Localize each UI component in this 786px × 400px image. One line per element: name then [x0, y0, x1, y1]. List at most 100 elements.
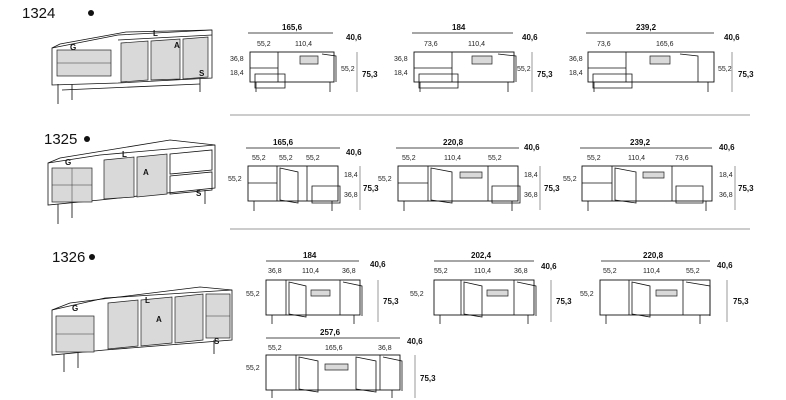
- dim-right: 55,2: [718, 66, 732, 73]
- dim-depth: 40,6: [524, 143, 540, 152]
- dim-depth: 40,6: [522, 33, 538, 42]
- dim-top-3: 36,8: [514, 268, 528, 275]
- variant-1324-b: 184 40,6 73,6 110,4 36,8 18,4 55,2 75,3: [394, 23, 553, 92]
- dim-top-1: 55,2: [268, 345, 282, 352]
- dim-depth: 40,6: [346, 33, 362, 42]
- dim-right-1: 18,4: [719, 172, 733, 179]
- dim-top-3: 55,2: [488, 155, 502, 162]
- dim-width: 220,8: [643, 251, 664, 260]
- dim-top-1: 36,8: [268, 268, 282, 275]
- label-s: S: [214, 337, 220, 346]
- dim-height: 75,3: [420, 374, 436, 383]
- dim-top-2: 110,4: [643, 268, 660, 275]
- section-1325: 1325 G L A S 165,6 40,6 55,2 55,2: [44, 131, 754, 224]
- variant-1325-b: 220,8 40,6 55,2 110,4 55,2 55,2 18,4 36,…: [378, 138, 560, 211]
- variant-1324-c: 239,2 40,6 73,6 165,6 36,8 18,4 55,2 75,…: [569, 23, 754, 92]
- dim-width: 239,2: [636, 23, 657, 32]
- label-g: G: [72, 304, 78, 313]
- perspective-drawing-1325: G L A S: [47, 139, 216, 224]
- model-code-1324: 1324: [22, 5, 55, 22]
- label-l: L: [145, 296, 150, 305]
- variant-1326-c: 220,8 40,6 55,2 110,4 55,2 55,2 75,3: [580, 251, 749, 324]
- dim-top-1: 55,2: [434, 268, 448, 275]
- dim-height: 75,3: [733, 297, 749, 306]
- dim-top-2: 110,4: [468, 41, 485, 48]
- bullet-icon: [88, 10, 94, 16]
- dim-right-2: 36,8: [719, 192, 733, 199]
- label-g: G: [65, 158, 71, 167]
- dim-height: 75,3: [362, 70, 378, 79]
- dim-left: 55,2: [580, 291, 594, 298]
- dim-top-1: 55,2: [587, 155, 601, 162]
- dim-left: 55,2: [246, 291, 260, 298]
- dim-top-2: 165,6: [325, 345, 343, 352]
- label-l: L: [122, 150, 127, 159]
- dim-width: 184: [452, 23, 466, 32]
- dim-right: 55,2: [341, 66, 355, 73]
- dim-width: 202,4: [471, 251, 492, 260]
- dim-top-3: 36,8: [342, 268, 356, 275]
- dim-depth: 40,6: [717, 261, 733, 270]
- dim-right-2: 36,8: [344, 192, 358, 199]
- variant-1324-a: 165,6 40,6 55,2 110,4 36,8 18,4 55,2 75,…: [230, 23, 378, 92]
- dim-height: 75,3: [363, 184, 379, 193]
- variant-1325-c: 239,2 40,6 55,2 110,4 73,6 55,2 18,4 36,…: [563, 138, 754, 211]
- perspective-drawing-1326: G L A S: [51, 286, 233, 372]
- dim-width: 239,2: [630, 138, 651, 147]
- label-g: G: [70, 43, 76, 52]
- label-a: A: [143, 168, 149, 177]
- dim-height: 75,3: [544, 184, 560, 193]
- label-l: L: [153, 29, 158, 38]
- dim-right-1: 18,4: [344, 172, 358, 179]
- dim-depth: 40,6: [346, 148, 362, 157]
- section-1326: 1326 G L A S 184 40,6 36,8 110,4: [51, 249, 749, 398]
- dim-left: 55,2: [378, 176, 392, 183]
- dim-top-3: 73,6: [675, 155, 689, 162]
- dim-height: 75,3: [556, 297, 572, 306]
- dim-height: 75,3: [738, 184, 754, 193]
- dim-width: 165,6: [273, 138, 294, 147]
- dim-depth: 40,6: [724, 33, 740, 42]
- label-a: A: [174, 41, 180, 50]
- section-1324: 1324 G L A S 165,6 40,6 55,2: [22, 5, 754, 104]
- variant-1325-a: 165,6 40,6 55,2 55,2 55,2 55,2 18,4 36,8…: [228, 138, 379, 211]
- variant-1326-b: 202,4 40,6 55,2 110,4 36,8 55,2 75,3: [410, 251, 572, 324]
- dim-top-2: 110,4: [295, 41, 312, 48]
- dim-left-1: 36,8: [230, 56, 244, 63]
- dim-left-2: 18,4: [569, 70, 583, 77]
- dim-depth: 40,6: [370, 260, 386, 269]
- dim-top-2: 110,4: [302, 268, 319, 275]
- dim-top-2: 165,6: [656, 41, 674, 48]
- dim-left-1: 36,8: [569, 56, 583, 63]
- dim-top-1: 55,2: [257, 41, 271, 48]
- dim-left: 55,2: [563, 176, 577, 183]
- dim-top-1: 73,6: [597, 41, 611, 48]
- bullet-icon: [84, 136, 90, 142]
- dim-height: 75,3: [738, 70, 754, 79]
- label-s: S: [199, 69, 205, 78]
- dim-top-3: 36,8: [378, 345, 392, 352]
- dim-depth: 40,6: [719, 143, 735, 152]
- variant-1326-d: 257,6 40,6 55,2 165,6 36,8 55,2 75,3: [246, 328, 436, 398]
- dim-top-1: 55,2: [252, 155, 266, 162]
- label-s: S: [196, 189, 202, 198]
- dim-height: 75,3: [383, 297, 399, 306]
- dim-top-3: 55,2: [306, 155, 320, 162]
- bullet-icon: [89, 254, 95, 260]
- dim-width: 184: [303, 251, 317, 260]
- dim-right-1: 18,4: [524, 172, 538, 179]
- dim-left: 55,2: [228, 176, 242, 183]
- dim-left-1: 36,8: [394, 56, 408, 63]
- dim-height: 75,3: [537, 70, 553, 79]
- dim-right: 55,2: [517, 66, 531, 73]
- dim-top-1: 73,6: [424, 41, 438, 48]
- dim-top-2: 110,4: [474, 268, 491, 275]
- perspective-drawing-1324: G L A S: [51, 29, 213, 104]
- dim-top-2: 55,2: [279, 155, 293, 162]
- dim-left-2: 18,4: [394, 70, 408, 77]
- dim-top-2: 110,4: [628, 155, 645, 162]
- dim-depth: 40,6: [407, 337, 423, 346]
- dim-depth: 40,6: [541, 262, 557, 271]
- dim-left: 55,2: [410, 291, 424, 298]
- dim-top-3: 55,2: [686, 268, 700, 275]
